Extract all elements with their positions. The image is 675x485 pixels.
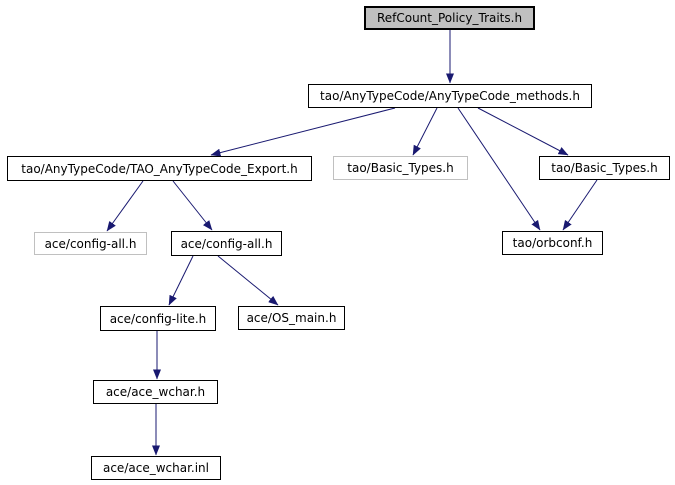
edge-config-all-to-os-main [217,255,279,306]
graph-node-ace-wchar-h[interactable]: ace/ace_wchar.h [93,380,218,404]
graph-node-os-main[interactable]: ace/OS_main.h [238,306,345,330]
graph-node-tao-anytypecode-export[interactable]: tao/AnyTypeCode/TAO_AnyTypeCode_Export.h [7,156,312,181]
graph-node-config-all-external: ace/config-all.h [34,232,147,255]
edge-anytypecode-methods-to-basic-types [477,107,569,156]
graph-node-config-all[interactable]: ace/config-all.h [171,231,282,256]
edge-anytypecode-methods-to-basic-types-external [412,107,438,156]
edge-tao-anytypecode-export-to-config-all-external [106,180,144,232]
edge-anytypecode-methods-to-orbconf [457,107,541,231]
graph-node-ace-wchar-inl[interactable]: ace/ace_wchar.inl [91,456,221,480]
edge-anytypecode-methods-to-tao-anytypecode-export [210,107,396,157]
graph-node-refcount-policy-traits: RefCount_Policy_Traits.h [364,6,535,30]
edge-basic-types-to-orbconf [562,179,598,231]
graph-node-basic-types-external: tao/Basic_Types.h [333,156,468,180]
graph-node-basic-types[interactable]: tao/Basic_Types.h [539,156,670,180]
edge-tao-anytypecode-export-to-config-all [172,180,213,231]
graph-node-anytypecode-methods[interactable]: tao/AnyTypeCode/AnyTypeCode_methods.h [308,84,592,108]
graph-node-orbconf[interactable]: tao/orbconf.h [502,231,603,255]
edge-config-all-to-config-lite [168,255,194,306]
graph-node-config-lite[interactable]: ace/config-lite.h [100,306,216,331]
